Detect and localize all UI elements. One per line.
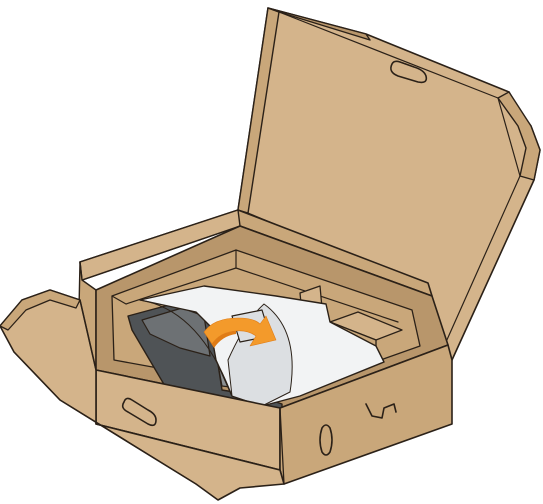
illustration bbox=[0, 0, 543, 504]
box-unpacking-diagram bbox=[0, 0, 543, 504]
